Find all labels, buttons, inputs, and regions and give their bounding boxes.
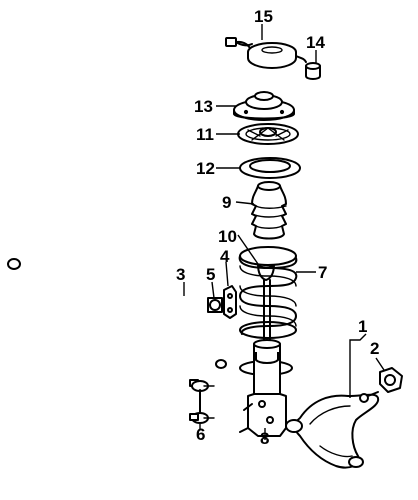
part-15-strut-cover: [225, 37, 307, 69]
part-11-bearing: [237, 123, 299, 145]
part-5-bushing: [207, 297, 223, 313]
part-3-stabilizer-bar: [7, 244, 227, 369]
callout-13: 13: [194, 97, 213, 116]
callout-7: 7: [318, 263, 327, 282]
part-12-spring-insulator: [239, 157, 301, 179]
callout-10: 10: [218, 227, 237, 246]
part-6-stabilizer-link: [189, 379, 215, 424]
part-9-dust-boot: [251, 181, 287, 240]
part-4-bracket: [223, 285, 237, 319]
part-2-arm-bushing: [379, 367, 403, 393]
callout-14: 14: [306, 33, 325, 52]
callout-3: 3: [176, 265, 185, 284]
part-14-nut: [305, 62, 321, 80]
callout-11: 11: [196, 125, 214, 144]
callout-2: 2: [370, 339, 379, 358]
callout-8: 8: [260, 429, 269, 448]
callout-15: 15: [254, 7, 273, 26]
part-8-strut: [239, 279, 293, 437]
leader-lines: [183, 24, 385, 440]
callout-1: 1: [358, 317, 367, 336]
part-7-coil-spring: [238, 246, 298, 339]
callout-5: 5: [206, 265, 215, 284]
callout-4: 4: [220, 247, 230, 266]
callout-labels: 15 14 13 11 12 9 10 7 3 5 4 1 2 6 8: [176, 7, 379, 448]
part-13-strut-mount: [233, 91, 295, 121]
callout-6: 6: [196, 425, 205, 444]
part-1-control-arm: [285, 391, 380, 469]
callout-9: 9: [222, 193, 231, 212]
callout-12: 12: [196, 159, 215, 178]
